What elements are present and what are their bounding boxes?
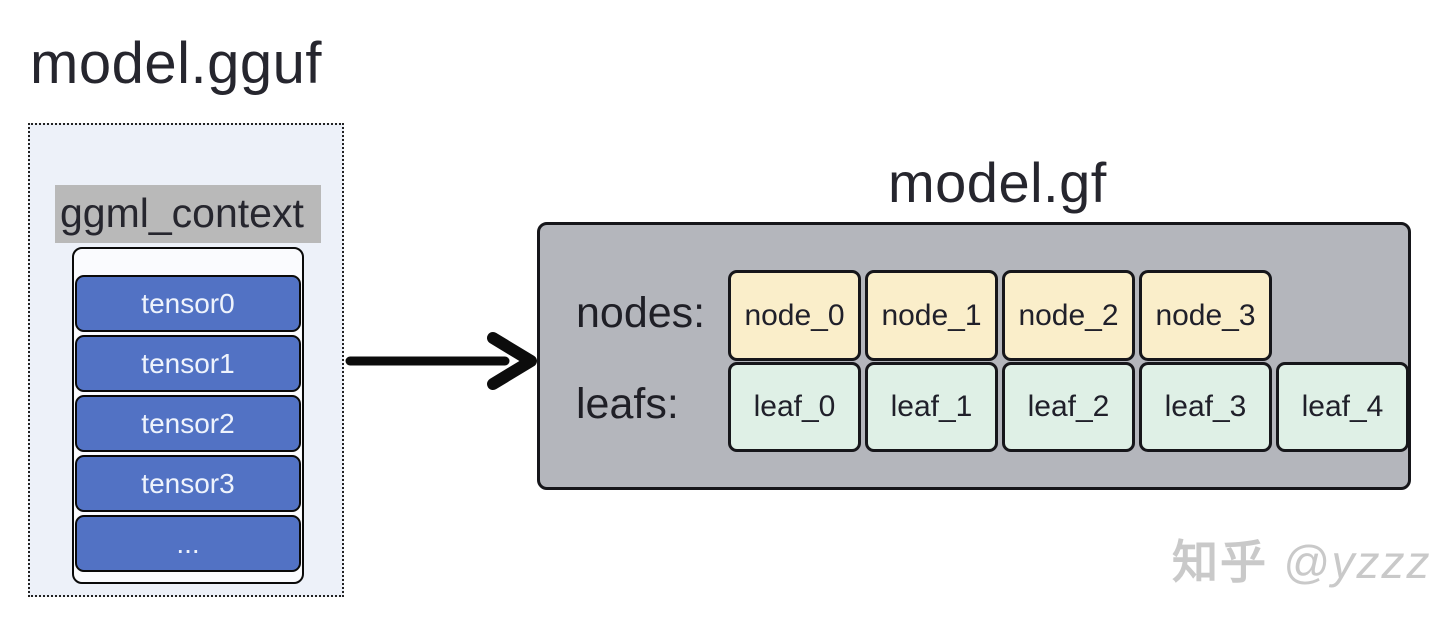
- leaf-box: leaf_4: [1276, 362, 1409, 452]
- leaf-box: leaf_2: [1002, 362, 1135, 452]
- leaf-box: leaf_1: [865, 362, 998, 452]
- leaf-box: leaf_0: [728, 362, 861, 452]
- nodes-row-label: nodes:: [576, 289, 706, 337]
- tensor-box: tensor0: [75, 275, 301, 332]
- ggml-context-label: ggml_context: [55, 185, 321, 243]
- watermark-handle: @yzzz: [1282, 536, 1432, 588]
- right-arrow-icon: [345, 332, 537, 390]
- watermark: 知乎 @yzzz: [1172, 526, 1431, 592]
- node-box: node_3: [1139, 270, 1272, 361]
- tensor-box: tensor2: [75, 395, 301, 452]
- leaf-box: leaf_3: [1139, 362, 1272, 452]
- tensor-box: tensor3: [75, 455, 301, 512]
- gguf-file-title: model.gguf: [30, 31, 322, 96]
- node-box: node_1: [865, 270, 998, 361]
- tensor-box: tensor1: [75, 335, 301, 392]
- gf-graph-title: model.gf: [888, 151, 1107, 214]
- leafs-row-label: leafs:: [576, 380, 679, 428]
- tensor-box: ...: [75, 515, 301, 572]
- node-box: node_2: [1002, 270, 1135, 361]
- node-box: node_0: [728, 270, 861, 361]
- watermark-brand: 知乎: [1172, 536, 1268, 588]
